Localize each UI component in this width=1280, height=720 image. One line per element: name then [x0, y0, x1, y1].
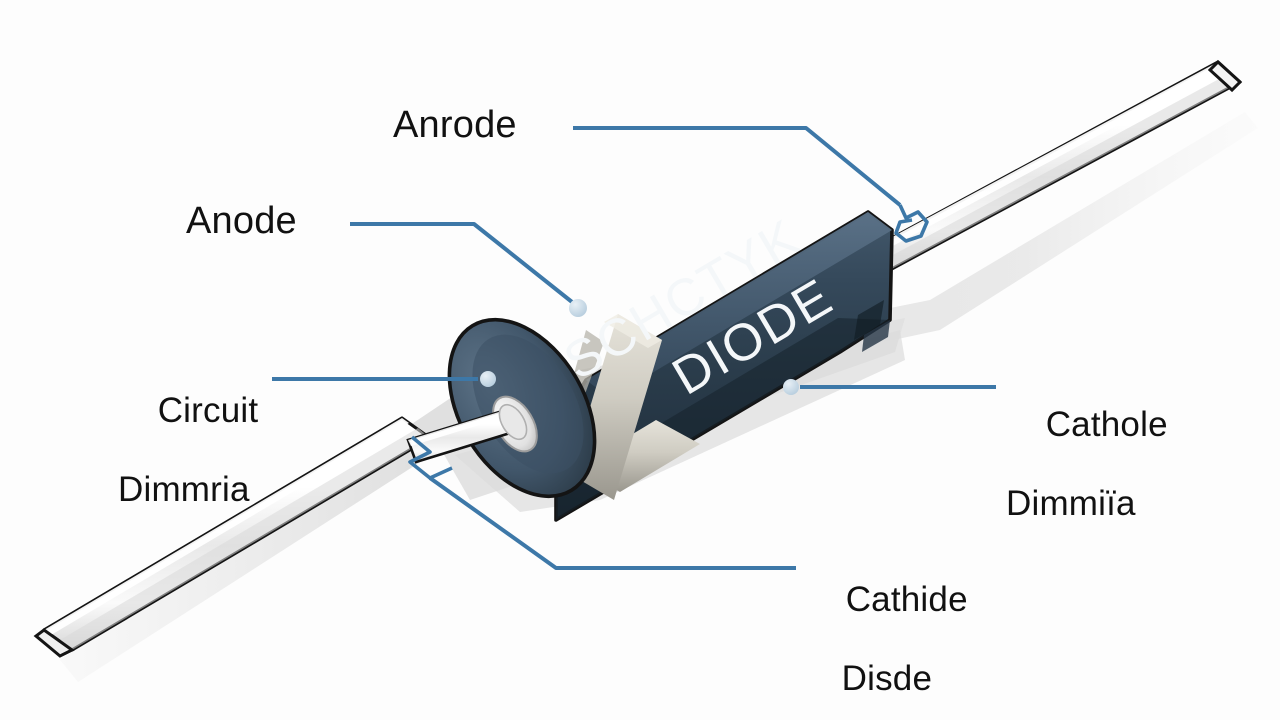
leader-cathole-dot [783, 379, 799, 395]
callout-label-cathole: Cathole Dimmiïa [1006, 366, 1168, 601]
cathode-lead [864, 59, 1243, 274]
leader-lines [272, 126, 996, 570]
callout-cathole-line1: Cathole [1045, 405, 1168, 445]
callout-label-anrode: Anrode [393, 104, 517, 146]
callout-label-circuit: Circuit Dimmria [118, 352, 258, 587]
callout-label-anode: Anode [186, 200, 297, 242]
leader-cathide-hook [408, 435, 453, 480]
leader-anrode [573, 126, 902, 207]
callout-circuit-line2: Dimmria [118, 469, 250, 509]
callout-cathide-line2: Disde [841, 658, 933, 698]
callout-label-cathide: Cathide Disde [806, 541, 968, 720]
callout-cathide-line1: Cathide [845, 580, 968, 620]
anode-lead [33, 416, 432, 658]
leader-anode-dot [569, 299, 587, 317]
leader-cathide [428, 476, 796, 570]
leader-circuit-dot [480, 371, 496, 387]
callout-circuit-line1: Circuit [157, 391, 259, 431]
callout-cathole-line2: Dimmiïa [1006, 483, 1136, 523]
leader-anrode-hook [894, 204, 929, 243]
leader-anode [350, 222, 574, 304]
